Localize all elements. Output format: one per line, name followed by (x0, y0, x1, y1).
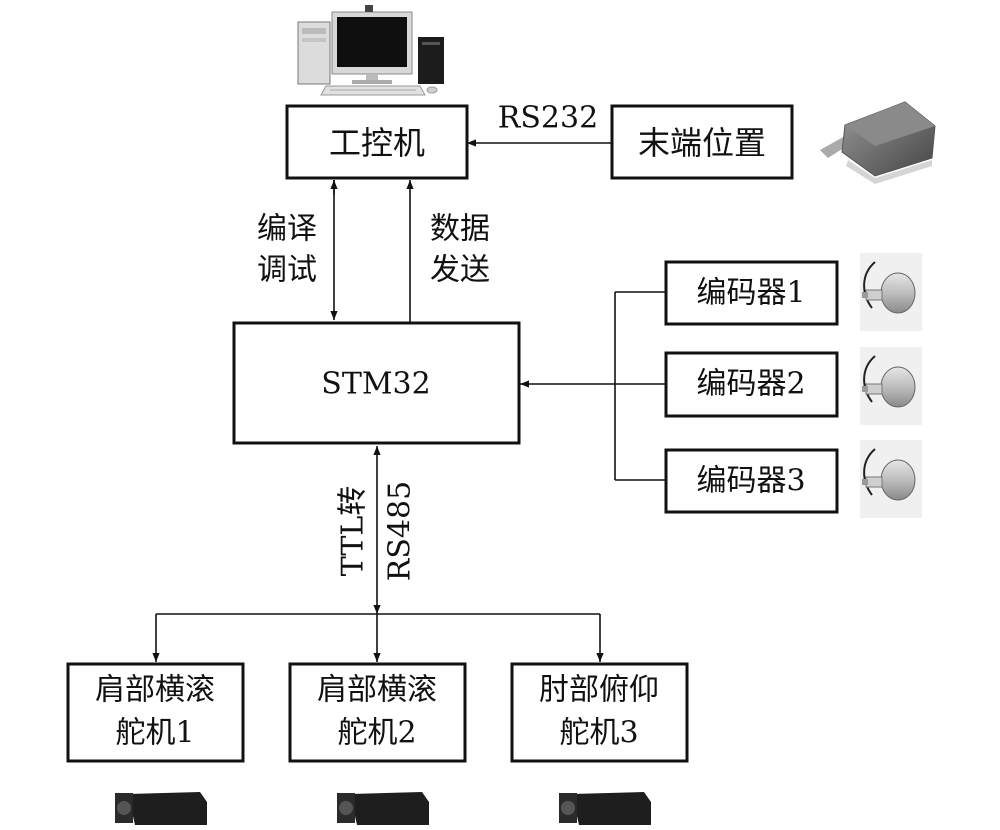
node-servo1-line1: 肩部横滚 (95, 673, 215, 708)
node-servo2: 肩部横滚 舵机2 (288, 662, 467, 763)
node-ipc-label: 工控机 (329, 124, 425, 162)
node-stm32: STM32 (232, 321, 521, 445)
data-send-label-line2: 发送 (430, 253, 490, 288)
desktop-computer-icon (297, 5, 444, 96)
node-servo1-line2: 舵机1 (115, 716, 194, 751)
servo-motor-icon-3 (559, 792, 651, 825)
node-end-position: 末端位置 (610, 104, 794, 180)
node-encoder1: 编码器1 (664, 260, 839, 326)
node-encoder1-label: 编码器1 (696, 276, 805, 311)
node-encoder2: 编码器2 (664, 351, 839, 418)
node-ipc: 工控机 (285, 104, 469, 180)
ttl-rs485-label-line2: RS485 (383, 481, 418, 581)
compile-debug-label-line2: 调试 (257, 253, 317, 288)
node-encoder3: 编码器3 (664, 448, 839, 514)
rotary-encoder-icon-1 (860, 253, 922, 331)
ttl-label-group: TTL转 (336, 486, 371, 577)
connectors (152, 139, 666, 662)
node-encoder2-label: 编码器2 (696, 367, 805, 402)
compile-debug-label-line1: 编译 (257, 212, 317, 247)
data-send-label-line1: 数据 (430, 212, 490, 247)
node-servo3-line1: 肘部俯仰 (539, 673, 659, 708)
rs485-label-group: RS485 (383, 481, 418, 581)
servo-motor-icon-1 (115, 792, 207, 825)
rotary-encoder-icon-2 (860, 347, 922, 425)
node-servo2-line2: 舵机2 (337, 716, 416, 751)
node-stm32-label: STM32 (321, 367, 430, 402)
rotary-encoder-icon-3 (860, 440, 922, 518)
rs232-label: RS232 (498, 101, 598, 136)
node-end-position-label: 末端位置 (638, 124, 766, 162)
servo-motor-icon-2 (337, 792, 429, 825)
node-encoder3-label: 编码器3 (696, 464, 805, 499)
ttl-rs485-label-line1: TTL转 (336, 486, 371, 577)
node-servo2-line1: 肩部横滚 (317, 673, 437, 708)
position-sensor-icon (820, 101, 936, 184)
node-servo3-line2: 舵机3 (559, 716, 638, 751)
node-servo3: 肘部俯仰 舵机3 (510, 662, 689, 763)
node-servo1: 肩部横滚 舵机1 (66, 662, 245, 763)
